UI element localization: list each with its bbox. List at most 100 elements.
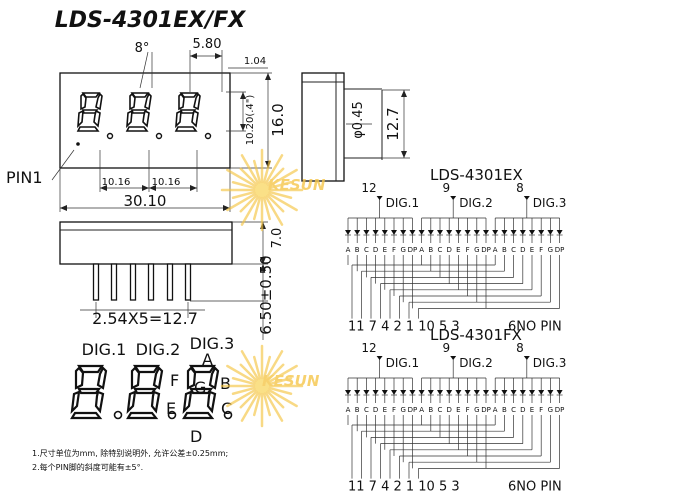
common-pin-1: 12 xyxy=(361,181,376,195)
segment-label: C xyxy=(511,406,516,414)
segment-view: DIG.1 DIG.2 DIG.3 A F G B E C D xyxy=(70,334,235,446)
front-digit-1 xyxy=(77,92,103,132)
segment-label: E xyxy=(530,246,534,254)
diode xyxy=(354,230,361,235)
segment-label: C xyxy=(438,406,443,414)
diode xyxy=(556,390,563,395)
diode xyxy=(510,230,517,235)
pin-1 xyxy=(92,263,100,301)
segment-label: E xyxy=(456,246,460,254)
dim-char-height: 10.20(.4") xyxy=(245,95,256,146)
segment-label: D xyxy=(520,406,525,414)
seg-dig3-label: DIG.3 xyxy=(190,334,235,353)
diode xyxy=(464,390,471,395)
segment-label: F xyxy=(539,246,543,254)
segment-label: DP xyxy=(408,246,418,254)
dim-pitch-2: 10.16 xyxy=(152,177,181,188)
watermark-bottom: KESUN xyxy=(220,344,320,428)
watermark-top: KESUN xyxy=(220,148,326,232)
diode xyxy=(354,390,361,395)
diode xyxy=(345,390,351,395)
segment-label: DP xyxy=(555,246,565,254)
common-pin-1: 12 xyxy=(361,341,376,355)
diode xyxy=(556,230,563,235)
diode xyxy=(529,390,535,395)
seg-dig1-label: DIG.1 xyxy=(82,340,127,359)
no-pin-label: 6NO PIN xyxy=(508,320,562,335)
diode xyxy=(501,230,508,235)
seg-f-label: F xyxy=(170,371,179,390)
pin-4 xyxy=(147,263,155,301)
diode xyxy=(381,230,388,235)
segment-label: G xyxy=(400,406,405,414)
segment-label: D xyxy=(447,246,452,254)
segment-label: E xyxy=(530,406,534,414)
dim-pin-dia: φ0.45 xyxy=(351,101,366,139)
seg-e-label: E xyxy=(166,399,176,418)
seg-dig2-label: DIG.2 xyxy=(136,340,181,359)
dim-digit-gap: 1.04 xyxy=(244,56,266,67)
diode xyxy=(519,390,526,395)
circuit-title: LDS-4301EX xyxy=(430,166,523,184)
segment-label: F xyxy=(466,406,470,414)
segment-label: F xyxy=(539,406,543,414)
watermark-text-bottom: KESUN xyxy=(262,372,320,390)
seg-d-label: D xyxy=(190,427,202,446)
diode xyxy=(473,230,480,235)
dim-pin-spacing: 2.54X5=12.7 xyxy=(92,309,198,328)
bottom-pin-numbers: 11 7 4 2 1 10 5 3 xyxy=(348,480,460,495)
dim-body-width: 30.10 xyxy=(124,192,167,210)
diode xyxy=(409,390,416,395)
diode xyxy=(519,230,526,235)
watermark-text-top: KESUN xyxy=(268,176,326,194)
segment-label: A xyxy=(346,406,351,414)
segment-label: A xyxy=(493,406,498,414)
diode xyxy=(391,390,397,395)
diode xyxy=(547,230,554,235)
seg-digit-2 xyxy=(126,364,164,420)
front-digit-2 xyxy=(126,92,152,132)
diode xyxy=(510,390,517,395)
diode xyxy=(483,390,489,395)
segment-label: E xyxy=(456,406,460,414)
dim-body-height: 16.0 xyxy=(269,103,287,136)
pin1-label: PIN1 xyxy=(6,168,43,187)
dim-seg-width: 5.80 xyxy=(193,37,222,52)
segment-label: D xyxy=(447,406,452,414)
segment-label: DP xyxy=(481,246,491,254)
digit-label-2: DIG.2 xyxy=(459,356,493,370)
segment-label: G xyxy=(474,406,479,414)
segment-label: B xyxy=(355,406,360,414)
diode xyxy=(529,230,535,235)
segment-label: C xyxy=(438,246,443,254)
no-pin-label: 6NO PIN xyxy=(508,480,562,495)
segment-label: G xyxy=(474,246,479,254)
diode xyxy=(400,230,407,235)
dim-pitch-1: 10.16 xyxy=(102,177,131,188)
diode xyxy=(345,230,351,235)
segment-label: DP xyxy=(481,406,491,414)
diode xyxy=(381,390,388,395)
segment-label: A xyxy=(419,406,424,414)
common-pin-2: 9 xyxy=(443,341,451,355)
dim-depth: 12.7 xyxy=(384,107,402,140)
digit-label-3: DIG.3 xyxy=(533,356,567,370)
page-title: LDS-4301EX/FX xyxy=(55,8,247,33)
digit-label-3: DIG.3 xyxy=(533,196,567,210)
segment-label: E xyxy=(383,246,387,254)
diode xyxy=(427,230,434,235)
common-pin-3: 8 xyxy=(516,341,524,355)
segment-label: B xyxy=(428,246,433,254)
seg-b-label: B xyxy=(220,374,231,393)
diode xyxy=(464,230,471,235)
bottom-pin-numbers: 11 7 4 2 1 10 5 3 xyxy=(348,320,460,335)
segment-label: B xyxy=(502,406,507,414)
segment-label: D xyxy=(520,246,525,254)
dim-pin-length: 6.50±0.50 xyxy=(257,255,275,334)
diode xyxy=(538,230,545,235)
pin-2 xyxy=(110,263,118,301)
seg-c-label: C xyxy=(221,399,232,418)
